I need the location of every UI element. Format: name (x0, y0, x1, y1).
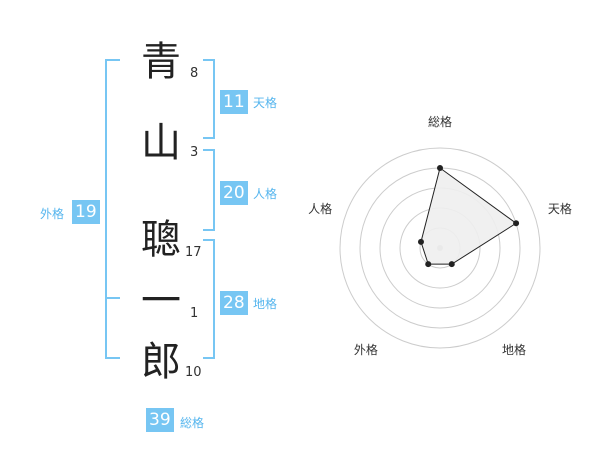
gaikaku-bracket (105, 59, 120, 359)
radar-axis-label-5: 人格 (308, 201, 332, 216)
radar-point-5 (417, 238, 424, 245)
soukaku-label: 総格 (180, 416, 205, 430)
jinkaku-bracket (203, 149, 215, 231)
radar-point-1 (437, 165, 443, 171)
radar-ring-5 (339, 147, 541, 349)
radar-axis-label-1: 総格 (428, 114, 452, 129)
jinkaku-label: 人格 (253, 187, 278, 201)
radar-axis-label-3: 地格 (502, 342, 526, 357)
tenkaku-badge: 11 (220, 90, 248, 114)
radar-axis-label-2: 天格 (548, 201, 572, 216)
stroke-count-1: 8 (190, 66, 199, 81)
stroke-count-2: 3 (190, 145, 199, 160)
tenkaku-bracket (203, 59, 215, 139)
jinkaku-badge: 20 (220, 181, 248, 205)
stroke-count-5: 10 (185, 365, 202, 380)
chikaku-badge: 28 (220, 291, 248, 315)
name-char-1: 青 (141, 39, 181, 85)
gaikaku-badge: 19 (72, 200, 100, 224)
name-char-5: 郎 (141, 339, 181, 385)
chikaku-bracket (203, 239, 215, 359)
radar-series-polygon (420, 167, 517, 265)
radar-point-4 (425, 261, 432, 268)
stroke-count-4: 1 (190, 306, 199, 321)
soukaku-badge: 39 (146, 408, 174, 432)
radar-axis-label-4: 外格 (354, 342, 378, 357)
name-char-3: 聰 (141, 217, 181, 263)
stroke-count-3: 17 (185, 245, 202, 260)
tenkaku-label: 天格 (253, 96, 278, 110)
radar-point-3 (448, 261, 455, 268)
name-char-2: 山 (141, 120, 181, 166)
gaikaku-label: 外格 (40, 207, 65, 221)
name-char-4: 一 (141, 278, 181, 324)
radar-point-2 (513, 220, 520, 227)
chikaku-label: 地格 (253, 297, 278, 311)
